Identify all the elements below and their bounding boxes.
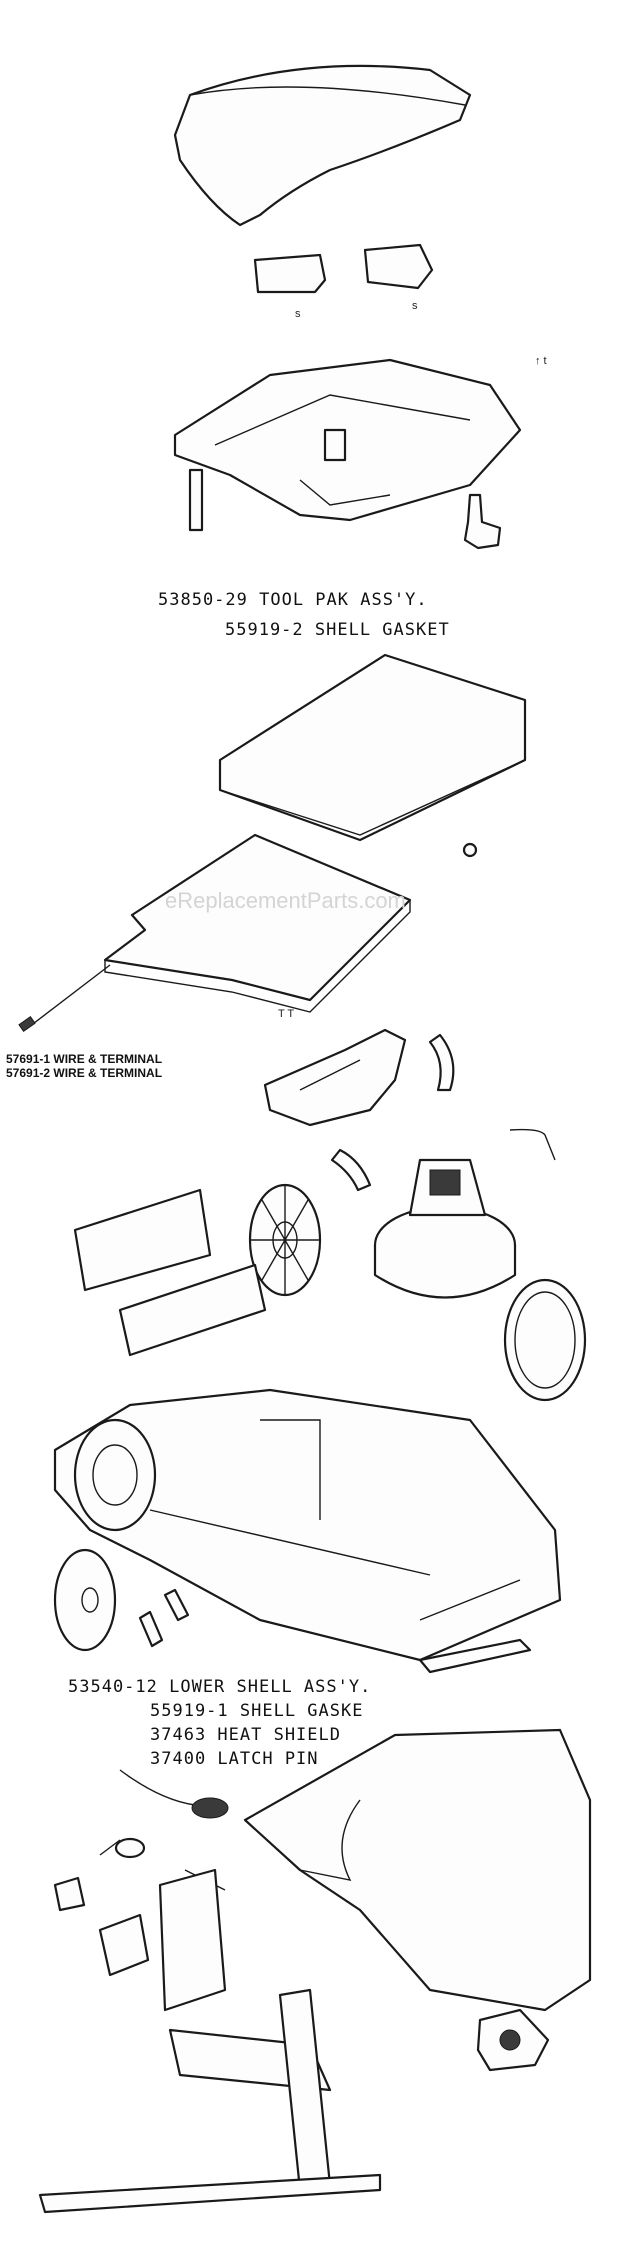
heat-shield [418, 1638, 532, 1674]
lid [218, 653, 527, 842]
top-cover [173, 64, 472, 227]
dust-bag [243, 1728, 592, 2012]
bottom-assembly [38, 1769, 550, 2214]
watermark: eReplacementParts.com [165, 888, 406, 913]
motor-bracket [263, 1028, 407, 1127]
label-tool-pak: 53850-29 TOOL PAK ASS'Y. [158, 590, 428, 610]
label-lower-shell: 53540-12 LOWER SHELL ASS'Y. [68, 1677, 372, 1697]
small-cap-right [363, 243, 434, 290]
arc-clip-right [428, 1033, 455, 1092]
callout-mark-c: ↑ t [535, 355, 547, 367]
filter-pad [103, 833, 412, 1013]
label-shell-gasket-2: 55919-2 SHELL GASKET [225, 620, 450, 640]
latch-hook [509, 1128, 556, 1161]
knob [463, 493, 502, 550]
label-wire-2: 57691-2 WIRE & TERMINAL [6, 1066, 163, 1080]
latch-pin-a [138, 1610, 164, 1648]
label-wire-1: 57691-1 WIRE & TERMINAL [6, 1052, 163, 1066]
side-filter-lower [118, 1263, 267, 1357]
label-latch-pin: 37400 LATCH PIN [150, 1749, 319, 1769]
front-wheel [53, 1548, 117, 1652]
callout-mark-d: T T [278, 1008, 295, 1020]
label-heat-shield: 37463 HEAT SHIELD [150, 1725, 341, 1745]
latch-pin-b [163, 1588, 190, 1622]
small-cap-left [253, 253, 327, 294]
wire-terminal [18, 964, 111, 1032]
upper-housing [173, 358, 522, 532]
fan-wheel [248, 1183, 322, 1297]
arc-clip-left [330, 1148, 372, 1192]
lower-shell [53, 1388, 562, 1662]
gasket-ring [503, 1278, 587, 1402]
callout-mark-a: s [295, 308, 301, 320]
label-shell-gasket-1: 55919-1 SHELL GASKE [150, 1701, 364, 1721]
motor [373, 1158, 517, 1299]
side-filter-upper [73, 1188, 212, 1292]
small-ring [462, 842, 478, 858]
callout-mark-b: s [412, 300, 418, 312]
